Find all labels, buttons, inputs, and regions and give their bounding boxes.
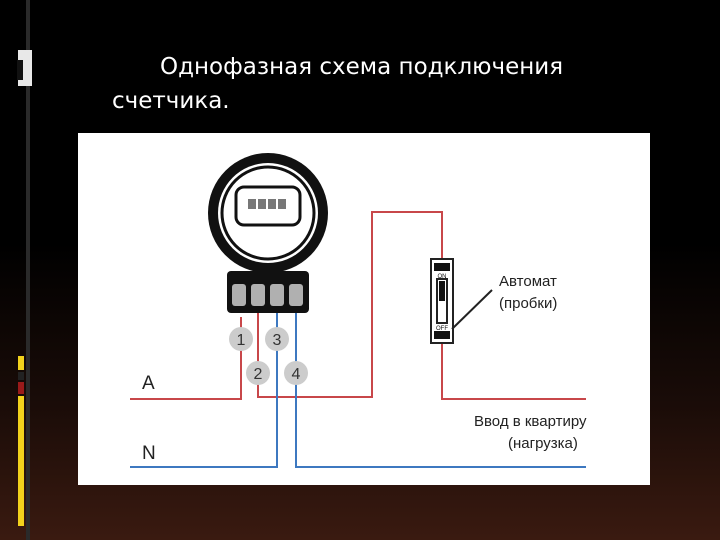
slide-title: Однофазная схема подключения счетчика. bbox=[112, 54, 564, 114]
breaker-pointer-line bbox=[451, 289, 493, 330]
phase-wire-breaker-out bbox=[441, 341, 586, 400]
load-label-line2: (нагрузка) bbox=[508, 435, 578, 452]
slide-decoration-red bbox=[18, 382, 24, 394]
slide-decoration-dark bbox=[18, 372, 24, 380]
neutral-wire-output bbox=[295, 307, 586, 468]
slide-decoration-notch bbox=[17, 60, 23, 80]
svg-text:2: 2 bbox=[254, 366, 263, 383]
breaker-label-line1: Автомат bbox=[499, 273, 557, 290]
svg-text:OFF: OFF bbox=[436, 326, 448, 332]
left-rule bbox=[26, 0, 30, 540]
neutral-label: N bbox=[142, 443, 156, 464]
terminal-label-1: 1 bbox=[229, 327, 253, 351]
svg-text:3: 3 bbox=[273, 332, 282, 349]
svg-text:ON: ON bbox=[438, 274, 447, 280]
electricity-meter bbox=[208, 153, 328, 313]
wiring-diagram: 1 2 3 4 ON OFF Автомат (пробки) Ввод в к bbox=[130, 153, 587, 468]
neutral-wire-input bbox=[130, 307, 278, 468]
diagram-panel: 1 2 3 4 ON OFF Автомат (пробки) Ввод в к bbox=[78, 133, 650, 485]
svg-text:1: 1 bbox=[237, 332, 246, 349]
terminal-label-4: 4 bbox=[284, 361, 308, 385]
phase-label: A bbox=[142, 373, 155, 394]
terminal-label-2: 2 bbox=[246, 361, 270, 385]
circuit-breaker: ON OFF bbox=[430, 258, 454, 344]
terminal-label-3: 3 bbox=[265, 327, 289, 351]
svg-text:4: 4 bbox=[292, 366, 301, 383]
slide-decoration-yellow bbox=[18, 356, 24, 370]
meter-terminal-block bbox=[227, 271, 309, 313]
slide-decoration-yellow-bar bbox=[18, 396, 24, 526]
load-label-line1: Ввод в квартиру bbox=[474, 413, 587, 430]
breaker-label-line2: (пробки) bbox=[499, 295, 557, 312]
